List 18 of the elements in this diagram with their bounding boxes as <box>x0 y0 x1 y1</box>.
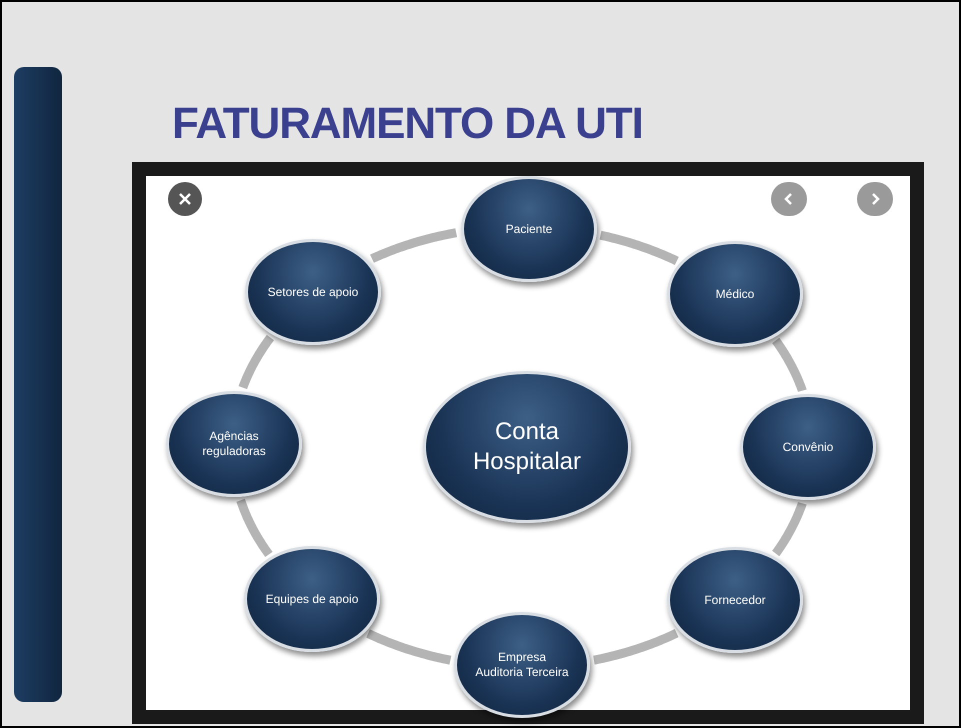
node-label: Conta Hospitalar <box>472 417 582 477</box>
node-label: Paciente <box>506 222 552 236</box>
node-label: Empresa Auditoria Terceira <box>474 650 570 680</box>
ring-connector <box>238 334 274 391</box>
node-label: Convênio <box>782 440 834 454</box>
ring-connector <box>591 629 680 665</box>
node-label: Agências reguladoras <box>201 429 267 459</box>
slide-title: FATURAMENTO DA UTI <box>172 98 643 150</box>
node-label: Setores de apoio <box>268 284 358 300</box>
ring-connector <box>365 629 453 665</box>
node-label: Equipes de apoio <box>266 592 358 606</box>
ring-connector <box>772 500 807 557</box>
node-label: Médico <box>716 286 754 302</box>
node-label: Fornecedor <box>704 592 766 608</box>
ring-connector <box>369 228 459 263</box>
ring-connector <box>236 497 273 558</box>
ring-connector <box>598 230 680 266</box>
ring-connector <box>772 337 807 394</box>
